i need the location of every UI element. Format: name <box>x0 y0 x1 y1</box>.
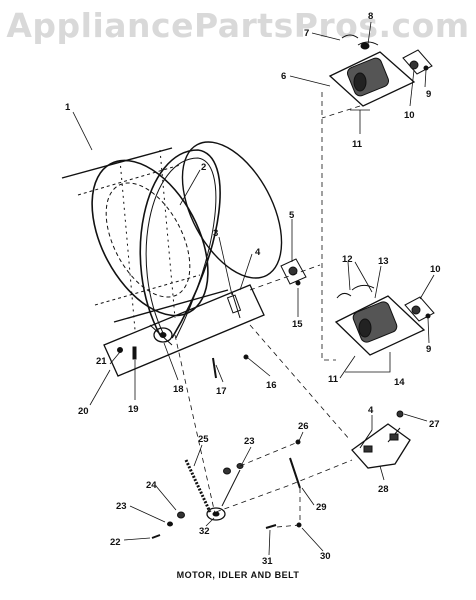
callout-4: 4 <box>255 247 261 258</box>
motor-bracket <box>351 410 411 469</box>
callout-9: 9 <box>426 89 431 100</box>
callout-9b: 9 <box>426 344 431 355</box>
diagram-caption: MOTOR, IDLER AND BELT <box>176 570 300 580</box>
callout-25: 25 <box>198 434 209 445</box>
callout-13: 13 <box>378 256 389 267</box>
plate-hardware <box>117 346 249 379</box>
callout-8: 8 <box>368 11 373 22</box>
idler-pulley <box>149 324 173 346</box>
callout-28: 28 <box>378 484 389 495</box>
callout-10: 10 <box>404 110 415 121</box>
callout-32: 32 <box>199 526 210 537</box>
callout-1: 1 <box>65 102 71 113</box>
callout-29: 29 <box>316 502 327 513</box>
callout-17: 17 <box>216 386 227 397</box>
callout-3: 3 <box>213 228 218 239</box>
drum <box>61 141 283 331</box>
idler-plate <box>103 284 265 377</box>
callout-23: 23 <box>244 436 255 447</box>
callout-7: 7 <box>304 28 309 39</box>
callout-6: 6 <box>281 71 286 82</box>
drive-belt <box>139 149 221 339</box>
callout-15: 15 <box>292 319 303 330</box>
callout-26: 26 <box>298 421 309 432</box>
callout-12: 12 <box>342 254 353 265</box>
callout-11b: 11 <box>328 374 339 385</box>
callout-18: 18 <box>173 384 184 395</box>
callout-22: 22 <box>110 537 121 548</box>
callout-2: 2 <box>201 162 206 173</box>
callout-10b: 10 <box>430 264 441 275</box>
callout-16: 16 <box>266 380 277 391</box>
callout-14: 14 <box>394 377 405 388</box>
watermark: AppliancePartsPros.com <box>6 6 470 45</box>
assembly-lines <box>174 92 361 528</box>
callout-27: 27 <box>429 419 440 430</box>
callout-20: 20 <box>78 406 89 417</box>
callout-19: 19 <box>128 404 139 415</box>
callouts: 1 2 3 4 5 6 7 8 9 10 11 12 13 10 15 9 11… <box>65 11 441 567</box>
callout-24: 24 <box>146 480 157 491</box>
motor-top <box>328 34 433 107</box>
motor-bottom <box>334 284 435 356</box>
motor-pulley <box>280 258 307 286</box>
callout-21: 21 <box>96 356 107 367</box>
callout-23b: 23 <box>116 501 127 512</box>
callout-11: 11 <box>352 139 363 150</box>
leader-lines <box>72 21 435 556</box>
callout-31: 31 <box>262 556 273 567</box>
callout-5: 5 <box>289 210 295 221</box>
callout-4b: 4 <box>368 405 374 416</box>
callout-30: 30 <box>320 551 331 562</box>
